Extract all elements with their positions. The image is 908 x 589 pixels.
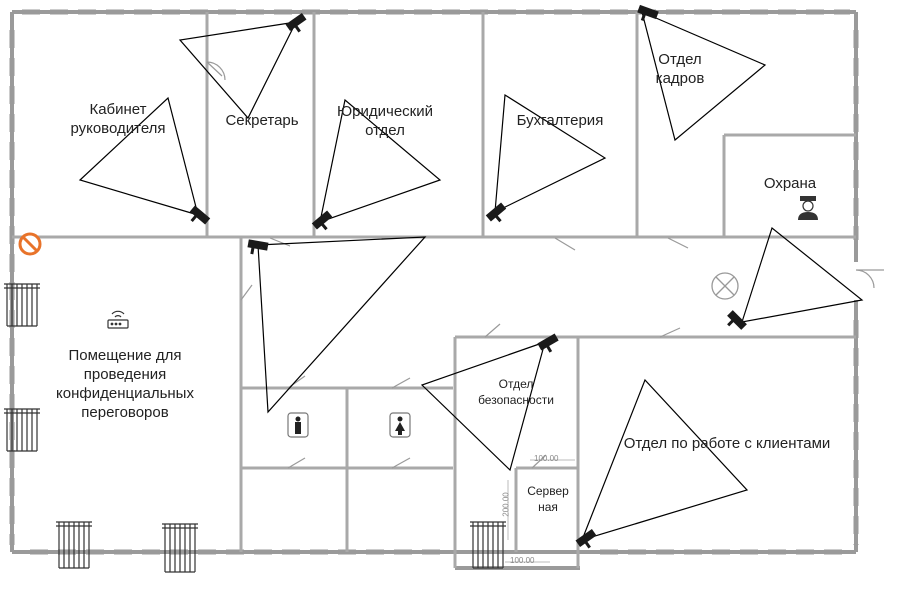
- cctv-camera-icon: [637, 4, 659, 22]
- room-label-accounting: Бухгалтерия: [516, 112, 604, 129]
- room-label-security-dept: Отдел безопасности: [478, 377, 554, 407]
- camera-cone: [641, 10, 767, 142]
- cctv-camera-icon: [575, 528, 597, 549]
- cctv-camera-icon: [485, 202, 507, 223]
- cctv-camera-icon: [537, 333, 559, 353]
- radiators: [4, 283, 506, 573]
- cameras: [189, 4, 747, 549]
- radiator-icon: [162, 523, 198, 573]
- camera-cone: [741, 226, 864, 323]
- camera-cone: [494, 93, 607, 214]
- room-label-hr: Отдел кадров: [655, 51, 705, 87]
- cctv-camera-icon: [285, 12, 307, 33]
- room-label-director: Кабинет руководителя: [70, 101, 166, 137]
- dimension-markers: [505, 459, 575, 563]
- camera-cone: [257, 236, 427, 414]
- dimension-label: 200.00: [501, 492, 511, 517]
- outer-walls: [9, 9, 859, 570]
- room-label-legal: Юридический отдел: [337, 103, 433, 139]
- cctv-camera-icon: [727, 310, 747, 330]
- no-entry-sign-icon: [18, 232, 42, 256]
- security-guard-icon: [798, 196, 818, 220]
- dimension-label: 100.00: [510, 556, 535, 565]
- radiator-icon: [56, 521, 92, 569]
- male-toilet-icon: [287, 412, 309, 438]
- room-label-secretary: Секретарь: [225, 112, 299, 129]
- cctv-camera-icon: [189, 205, 211, 225]
- camera-coverage: [78, 10, 864, 541]
- wifi-router-icon: [107, 310, 129, 329]
- ceiling-lamp-icon: [711, 272, 739, 300]
- room-label-meeting: Помещение для проведения конфиденциальны…: [56, 347, 194, 421]
- radiator-icon: [4, 408, 40, 452]
- room-label-server: Сервер ная: [527, 484, 569, 514]
- room-label-clients: Отдел по работе с клиентами: [623, 435, 831, 452]
- dimension-label: 100.00: [534, 454, 559, 463]
- cctv-camera-icon: [247, 239, 269, 255]
- camera-cone: [178, 21, 298, 120]
- radiator-icon: [4, 283, 40, 327]
- camera-cone: [319, 98, 442, 223]
- camera-cone: [420, 341, 546, 472]
- camera-cone: [580, 378, 749, 541]
- doors: [206, 61, 884, 469]
- cctv-camera-icon: [311, 210, 333, 231]
- female-toilet-icon: [389, 412, 411, 438]
- room-label-security-post: Охрана: [763, 175, 817, 192]
- camera-cone: [78, 96, 199, 216]
- radiator-icon: [470, 521, 506, 569]
- interior-walls: [12, 12, 856, 568]
